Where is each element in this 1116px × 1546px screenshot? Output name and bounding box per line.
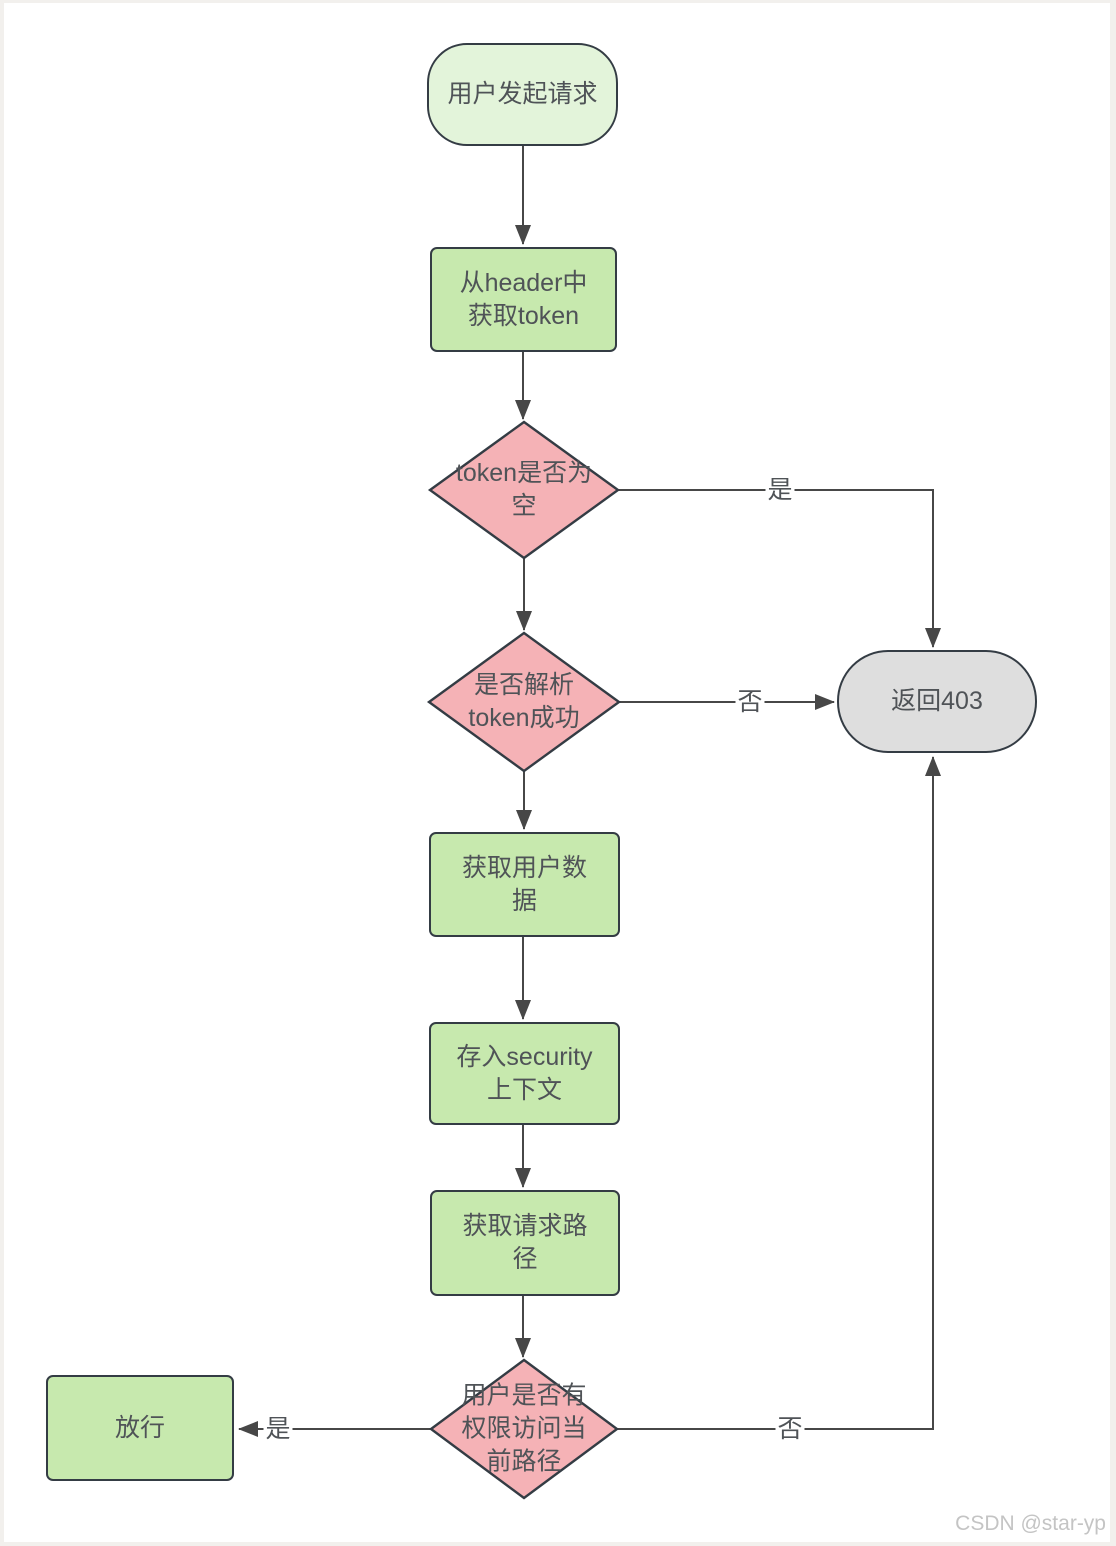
node-get-token: 从header中 获取token xyxy=(430,247,617,352)
node-return-403-label: 返回403 xyxy=(891,687,983,715)
decision-token-empty-label: token是否为 空 xyxy=(455,459,593,520)
edge-label-parse-token-no: 否 xyxy=(735,688,765,716)
node-allow-label: 放行 xyxy=(114,1413,165,1442)
node-start: 用户发起请求 xyxy=(427,43,618,146)
watermark: CSDN @star-yp xyxy=(955,1512,1106,1535)
decision-parse-token-shape xyxy=(426,631,622,773)
node-return-403: 返回403 xyxy=(837,650,1037,753)
node-get-user-data: 获取用户数 据 xyxy=(429,832,620,937)
edge-label-token-empty-yes: 是 xyxy=(765,476,795,504)
node-allow: 放行 xyxy=(46,1375,234,1481)
node-start-label: 用户发起请求 xyxy=(447,80,598,108)
edge-label-permission-no: 否 xyxy=(775,1415,805,1443)
node-get-request-path: 获取请求路 径 xyxy=(430,1190,620,1296)
node-get-token-label: 从header中 获取token xyxy=(459,268,588,330)
decision-check-permission-shape xyxy=(428,1358,620,1500)
node-store-security: 存入security 上下文 xyxy=(429,1022,620,1125)
decision-token-empty-shape xyxy=(427,420,621,560)
decision-parse-token-label: 是否解析 token成功 xyxy=(468,671,580,732)
edge-check-permission-no-to-403 xyxy=(617,756,941,1430)
edge-token-empty-yes-to-403 xyxy=(618,489,941,648)
node-get-request-path-label: 获取请求路 径 xyxy=(462,1212,588,1273)
node-store-security-label: 存入security 上下文 xyxy=(456,1042,593,1104)
node-get-user-data-label: 获取用户数 据 xyxy=(461,853,587,915)
edge-label-permission-yes: 是 xyxy=(263,1415,293,1443)
decision-check-permission-label: 用户是否有 权限访问当 前路径 xyxy=(461,1381,587,1476)
